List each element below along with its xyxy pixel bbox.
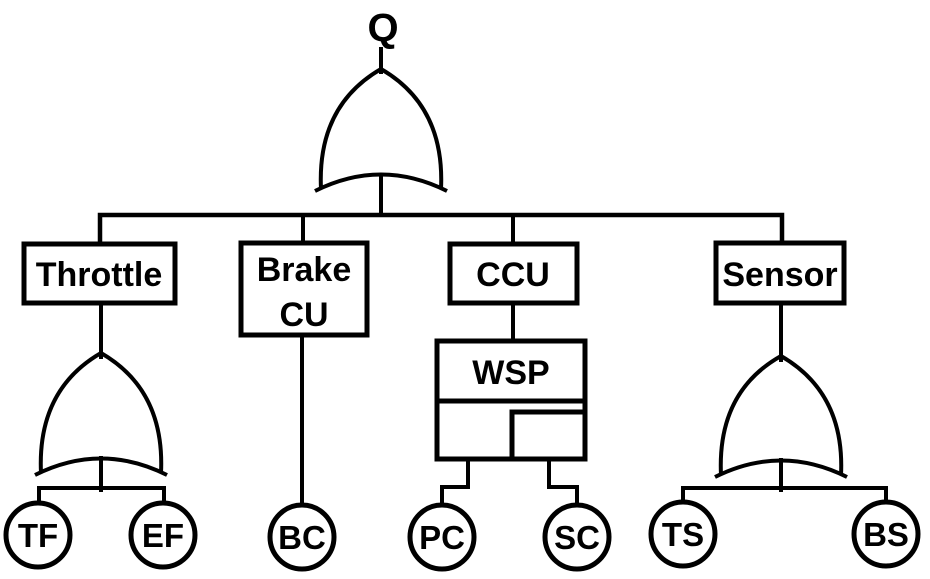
label-ccu: CCU xyxy=(476,256,550,294)
or-gate-bottom-arc xyxy=(34,456,168,477)
box-throttle xyxy=(21,241,178,306)
wire-drop-pc xyxy=(440,457,470,509)
or-gate-body xyxy=(38,350,164,474)
connector-lines xyxy=(37,47,888,509)
label-ef: EF xyxy=(142,517,184,554)
event-circle-tf xyxy=(3,500,73,570)
wire-drop-sc xyxy=(547,457,579,509)
wire-bus xyxy=(97,212,785,249)
label-sensor: Sensor xyxy=(722,256,837,294)
or-gate-bottom-arc xyxy=(314,172,448,193)
event-circle-pc xyxy=(407,502,477,572)
event-circle-bs xyxy=(851,499,921,569)
label-brake-line1: Brake xyxy=(257,251,352,289)
label-bs: BS xyxy=(863,516,909,553)
label-pc: PC xyxy=(419,519,465,556)
label-bc: BC xyxy=(278,519,326,556)
label-sc: SC xyxy=(554,519,600,556)
top-event-label: Q xyxy=(367,6,398,50)
event-circle-sc xyxy=(542,502,612,572)
box-sensor xyxy=(713,240,847,306)
label-brake-line2: CU xyxy=(279,296,328,334)
or-gate-top xyxy=(314,66,448,193)
box-wsp xyxy=(434,338,588,462)
or-gate-body xyxy=(318,66,444,190)
event-circle-bc xyxy=(267,502,337,572)
or-gate-sensor xyxy=(714,353,848,479)
label-tf: TF xyxy=(18,517,58,554)
wsp-inner-rect xyxy=(509,409,585,459)
label-wsp: WSP xyxy=(472,354,549,392)
event-circle-ts xyxy=(648,499,718,569)
event-circle-ef xyxy=(128,500,198,570)
box-brake-cu xyxy=(238,240,370,338)
or-gate-throttle xyxy=(34,350,168,477)
box-ccu xyxy=(447,241,580,306)
or-gate-body xyxy=(718,353,844,476)
label-throttle: Throttle xyxy=(36,256,163,294)
or-gate-bottom-arc xyxy=(714,458,848,479)
label-ts: TS xyxy=(662,516,704,553)
